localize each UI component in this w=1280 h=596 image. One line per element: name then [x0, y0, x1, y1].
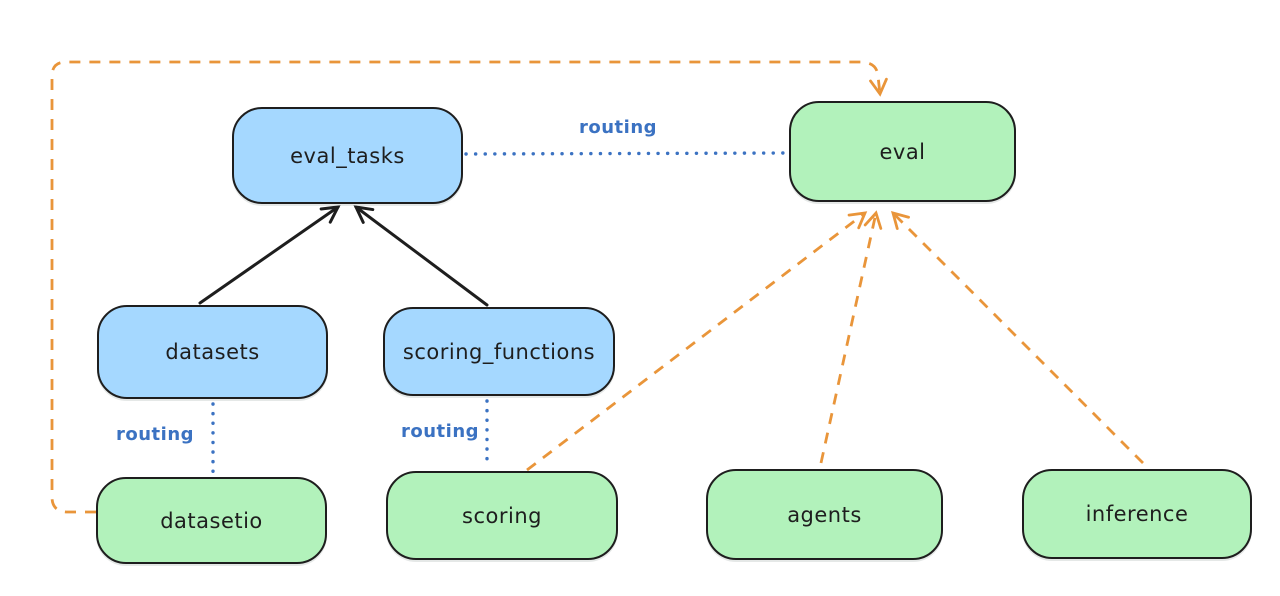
edge-scoring_functions-eval_tasks-arrow — [353, 205, 489, 307]
edge-inference-eval-arrow — [891, 211, 1144, 464]
node-eval_tasks: eval_tasks — [232, 107, 463, 204]
node-label: eval_tasks — [290, 143, 405, 168]
node-datasets: datasets — [97, 305, 328, 399]
edge-datasetio-eval-arrow — [50, 60, 888, 514]
node-label: scoring — [462, 503, 542, 528]
node-eval: eval — [789, 101, 1016, 202]
node-label: scoring_functions — [402, 339, 596, 364]
edge-scoring-eval-arrow — [526, 211, 868, 472]
edge-eval_tasks-eval-routing — [464, 151, 788, 156]
edge-datasets-eval_tasks-arrow — [198, 205, 341, 305]
node-agents: agents — [706, 469, 943, 560]
node-label: inference — [1085, 502, 1189, 526]
node-datasetio: datasetio — [96, 477, 327, 564]
edge-agents-eval-arrow — [819, 210, 883, 464]
edge-label-routing: routing — [116, 424, 195, 445]
node-label: datasetio — [160, 508, 263, 533]
node-label: eval — [879, 139, 926, 164]
node-label: datasets — [165, 340, 260, 364]
node-label: agents — [787, 502, 862, 527]
edge-label-routing: routing — [579, 117, 658, 138]
node-inference: inference — [1022, 469, 1252, 559]
node-scoring: scoring — [386, 471, 618, 560]
node-scoring-functions: scoring_functions — [383, 307, 615, 396]
edge-label-routing: routing — [401, 421, 480, 442]
